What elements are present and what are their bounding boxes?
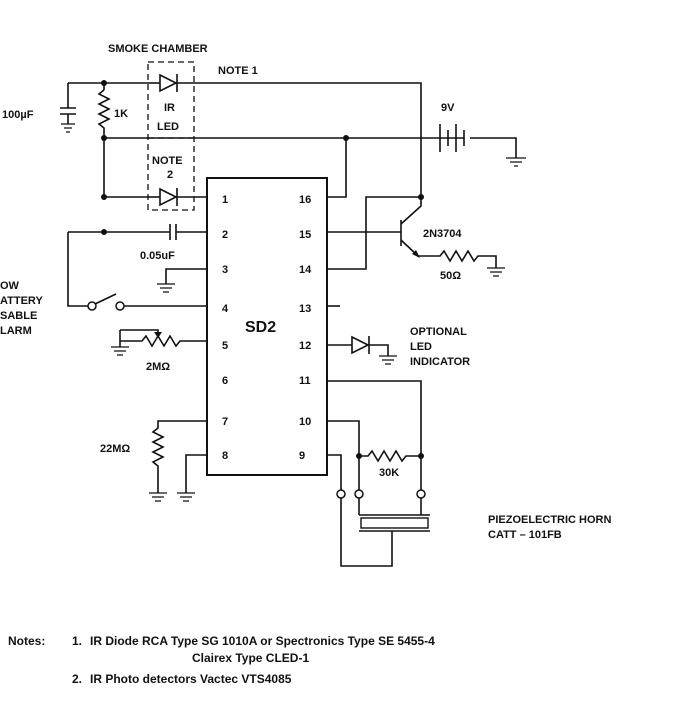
note-1-text-2: Clairex Type CLED-1 bbox=[192, 651, 310, 665]
cap-005uf-label: 0.05uF bbox=[140, 250, 175, 262]
pin-13-number: 13 bbox=[299, 303, 311, 315]
smoke-chamber-boundary bbox=[147, 61, 195, 211]
pin-12-number: 12 bbox=[299, 340, 311, 352]
low-battery-label-3: SABLE bbox=[0, 310, 37, 322]
note2-label-1: NOTE bbox=[152, 155, 183, 167]
note-1-text: IR Diode RCA Type SG 1010A or Spectronic… bbox=[90, 634, 435, 648]
pin-14-number: 14 bbox=[299, 264, 312, 276]
low-battery-switch bbox=[67, 232, 207, 311]
pin14-wire bbox=[327, 196, 421, 270]
potentiometer-2m bbox=[111, 329, 207, 356]
low-battery-label-1: OW bbox=[0, 280, 20, 292]
pin-9-number: 9 bbox=[299, 450, 305, 462]
junction-dot bbox=[356, 453, 362, 459]
battery-9v-label: 9V bbox=[441, 102, 455, 114]
photo-detector-diode bbox=[150, 187, 185, 207]
pin-4-number: 4 bbox=[222, 303, 229, 315]
low-battery-label-4: LARM bbox=[0, 325, 32, 337]
piezo-network bbox=[327, 380, 430, 567]
piezo-label-1: PIEZOELECTRIC HORN bbox=[488, 514, 612, 526]
piezo-horn-element bbox=[360, 517, 429, 529]
res-2m-label: 2MΩ bbox=[146, 361, 170, 373]
transistor-2n3704 bbox=[327, 197, 505, 277]
transistor-label: 2N3704 bbox=[423, 228, 462, 240]
optional-led-label-3: INDICATOR bbox=[410, 356, 470, 368]
res-50-label: 50Ω bbox=[440, 270, 461, 282]
battery-9v bbox=[439, 124, 526, 167]
note-1-continuation: Clairex Type CLED-1 bbox=[8, 650, 435, 667]
capacitor-100uf bbox=[60, 107, 76, 133]
piezo-label-2: CATT – 101FB bbox=[488, 529, 562, 541]
notes-heading: Notes: bbox=[8, 634, 46, 648]
pin-5-number: 5 bbox=[222, 340, 228, 352]
right-pin-numbers: 16 15 14 13 12 11 10 9 bbox=[299, 194, 312, 462]
pin-6-number: 6 bbox=[222, 375, 228, 387]
note-1-number: 1. bbox=[72, 634, 83, 648]
pin2-capacitor bbox=[68, 224, 207, 240]
sd2-ic-body bbox=[206, 177, 328, 476]
pin-11-number: 11 bbox=[299, 375, 311, 387]
junction-dot bbox=[343, 135, 349, 141]
note-2-number: 2. bbox=[72, 672, 83, 686]
notes-block: Notes: 1. IR Diode RCA Type SG 1010A or … bbox=[8, 633, 435, 688]
pin-8-number: 8 bbox=[222, 450, 228, 462]
pin3-ground bbox=[157, 268, 207, 293]
cap-100uf-label: 100µF bbox=[2, 109, 34, 121]
note-2-row: 2. IR Photo detectors Vactec VTS4085 bbox=[8, 671, 435, 688]
res-30k-label: 30K bbox=[379, 467, 399, 479]
pin-7-number: 7 bbox=[222, 416, 228, 428]
resistor-22m bbox=[149, 420, 207, 502]
note1-label: NOTE 1 bbox=[218, 65, 258, 77]
pin-15-number: 15 bbox=[299, 229, 311, 241]
pin-3-number: 3 bbox=[222, 264, 228, 276]
smoke-chamber-label: SMOKE CHAMBER bbox=[108, 43, 208, 55]
junction-dot bbox=[418, 453, 424, 459]
resistor-1k bbox=[97, 89, 111, 138]
optional-led-label-2: LED bbox=[410, 341, 432, 353]
chip-label: SD2 bbox=[245, 319, 276, 336]
smoke-detector-schematic: SD2 1 2 3 4 5 6 7 8 16 15 14 13 12 11 10… bbox=[0, 43, 612, 567]
ir-led-label-2: LED bbox=[157, 121, 179, 133]
note2-label-2: 2 bbox=[167, 169, 173, 181]
left-pin-numbers: 1 2 3 4 5 6 7 8 bbox=[222, 194, 229, 462]
junction-dot bbox=[101, 194, 107, 200]
note-1-row: Notes: 1. IR Diode RCA Type SG 1010A or … bbox=[8, 633, 435, 650]
pin8-ground bbox=[177, 454, 207, 502]
note-2-text: IR Photo detectors Vactec VTS4085 bbox=[90, 672, 292, 686]
pin-10-number: 10 bbox=[299, 416, 311, 428]
res-22m-label: 22MΩ bbox=[100, 443, 130, 455]
ir-led-diode bbox=[150, 73, 185, 93]
junction-dot bbox=[101, 80, 107, 86]
pin-16-number: 16 bbox=[299, 194, 311, 206]
optional-led bbox=[327, 335, 397, 365]
optional-led-label-1: OPTIONAL bbox=[410, 326, 467, 338]
low-battery-label-2: ATTERY bbox=[0, 295, 43, 307]
ir-led-label-1: IR bbox=[164, 102, 175, 114]
pin-2-number: 2 bbox=[222, 229, 228, 241]
pin-1-number: 1 bbox=[222, 194, 228, 206]
res-1k-label: 1K bbox=[114, 108, 128, 120]
